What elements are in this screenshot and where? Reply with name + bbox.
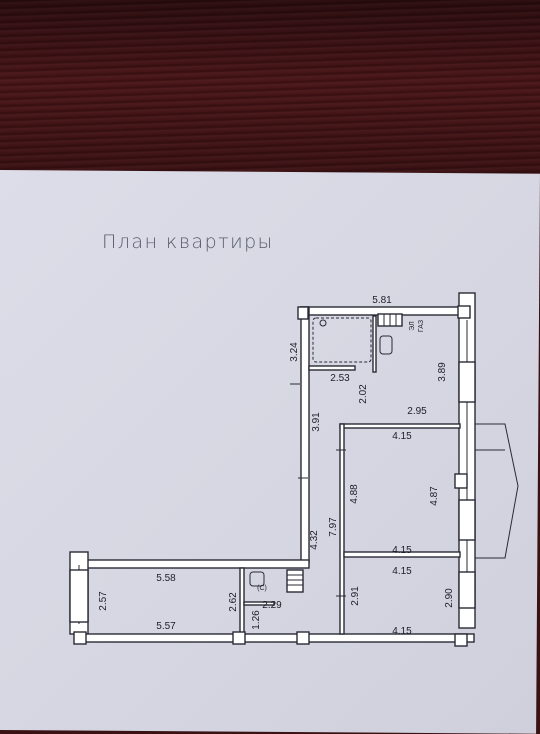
wall-left-room-top [75,559,310,569]
storage-shelf [243,601,275,606]
dim-room-upper-bottom: 2.95 [407,406,427,417]
wall-left-upper [300,306,310,563]
dim-room-low-top: 4.15 [392,566,412,577]
window-right-1 [458,361,476,403]
bath-wc-partition [372,315,377,373]
dim-room-mid-top: 4.15 [392,431,412,442]
dim-left-room-top: 5.58 [156,573,176,584]
dim-room-low-bottom: 4.15 [392,626,412,637]
toilet-fixture [249,571,265,587]
stove-fixture [379,335,393,355]
wall-bottom [75,633,475,643]
column-bottom-mid2 [296,631,310,645]
dim-storage-h: 2.62 [228,592,239,612]
storage-wall [239,567,245,635]
corridor-right-wall [339,423,345,635]
dim-corridor-lower: 4.32 [309,530,320,550]
dim-kitchen-side: 3.89 [437,362,448,382]
dim-corridor-long: 7.97 [328,517,339,537]
bathtub-fixture [312,317,372,363]
room-low-top-wall [343,551,461,558]
column-bottom-right [454,633,468,647]
bay-window [475,423,519,559]
dim-top-width: 5.81 [372,295,392,306]
dim-room-low-left: 2.91 [350,586,361,606]
meter-label: (С) [257,585,267,592]
room-mid-top-wall [339,423,461,429]
dim-bath-width: 2.53 [330,373,350,384]
sink-fixture [319,319,327,327]
fixture-label-gas: ГАЗ [418,320,425,332]
column-mid-right [454,473,468,489]
plan-title: План квартиры [102,231,274,253]
dim-room-mid-bottom: 4.15 [392,545,412,556]
dim-room-mid-right: 4.87 [429,486,440,506]
dim-storage-w: 2.29 [262,600,282,611]
dim-left-room-bottom: 5.57 [156,621,176,632]
column-top-right [457,305,471,319]
column-bottom-mid [232,631,246,645]
dim-left-room-side: 2.57 [98,591,109,611]
vent-shaft-top [377,313,403,327]
dim-left-upper: 3.24 [289,342,300,362]
dim-corridor-mid: 2.02 [358,384,369,404]
dim-room-mid-left: 4.88 [349,484,360,504]
wooden-desk-background [0,0,540,180]
window-right-2 [458,499,476,541]
column-bottom-left [73,631,87,645]
dim-corridor-upper: 3.91 [311,412,322,432]
window-right-3 [458,571,476,609]
fixture-label-electric: ЭЛ [409,321,416,331]
column-top-left [297,306,309,320]
bath-partition [308,365,356,371]
vent-shaft-lower [286,569,304,593]
dim-storage-small: 1.26 [251,610,262,630]
window-left-room [69,569,89,623]
dim-room-low-right: 2.90 [444,588,455,608]
